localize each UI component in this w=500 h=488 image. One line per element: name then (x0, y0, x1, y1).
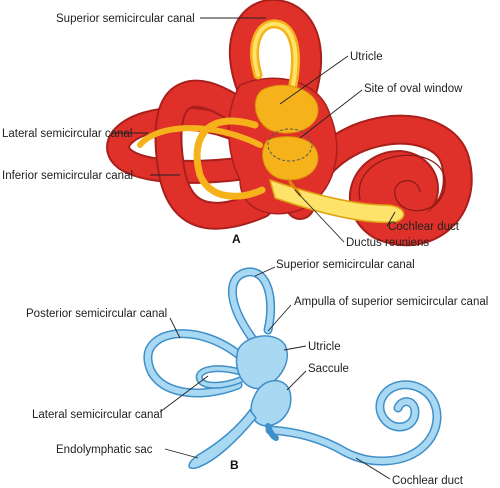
label-a-lateral-canal: Lateral semicircular canal (2, 128, 132, 140)
membranous-labyrinth-a (137, 19, 405, 224)
utricle-a (254, 84, 319, 134)
label-b-lateral-canal: Lateral semicircular canal (32, 409, 162, 421)
label-b-saccule: Saccule (308, 363, 349, 375)
panel-a-labels: Superior semicircular canal Utricle Site… (2, 13, 463, 249)
endolymphatic-sac-b (188, 408, 257, 470)
label-b-posterior-canal: Posterior semicircular canal (26, 308, 167, 320)
label-a-inferior-canal: Inferior semicircular canal (2, 170, 133, 182)
bony-superior-canal (228, 0, 323, 118)
panel-a-illustration (106, 0, 473, 247)
panel-b-labels: Superior semicircular canal Ampulla of s… (26, 259, 488, 487)
bony-inferior-canal (154, 79, 274, 230)
label-b-ampulla: Ampulla of superior semicircular canal (294, 296, 488, 308)
label-b-cochlear-duct: Cochlear duct (392, 475, 464, 487)
label-b-endolymphatic-sac: Endolymphatic sac (56, 444, 153, 456)
label-a-oval-window: Site of oval window (364, 83, 463, 95)
label-b-utricle: Utricle (308, 341, 341, 353)
oval-window-site (267, 128, 313, 162)
label-b-superior-canal: Superior semicircular canal (276, 259, 415, 271)
cochlear-duct-a (268, 178, 405, 224)
label-a-ductus-reuniens: Ductus reuniens (346, 237, 429, 249)
panel-b-letter: B (230, 458, 239, 472)
bony-cochlea (285, 114, 473, 247)
utricle-b (235, 335, 288, 390)
panel-a-letter: A (232, 232, 241, 246)
label-a-utricle: Utricle (350, 51, 383, 63)
saccule-a (262, 136, 319, 181)
label-a-superior-canal: Superior semicircular canal (56, 13, 195, 25)
label-a-cochlear-duct: Cochlear duct (388, 221, 460, 233)
panel-b-leaders (159, 266, 391, 480)
panel-b-illustration (143, 267, 442, 470)
panel-a-leaders (112, 17, 396, 243)
